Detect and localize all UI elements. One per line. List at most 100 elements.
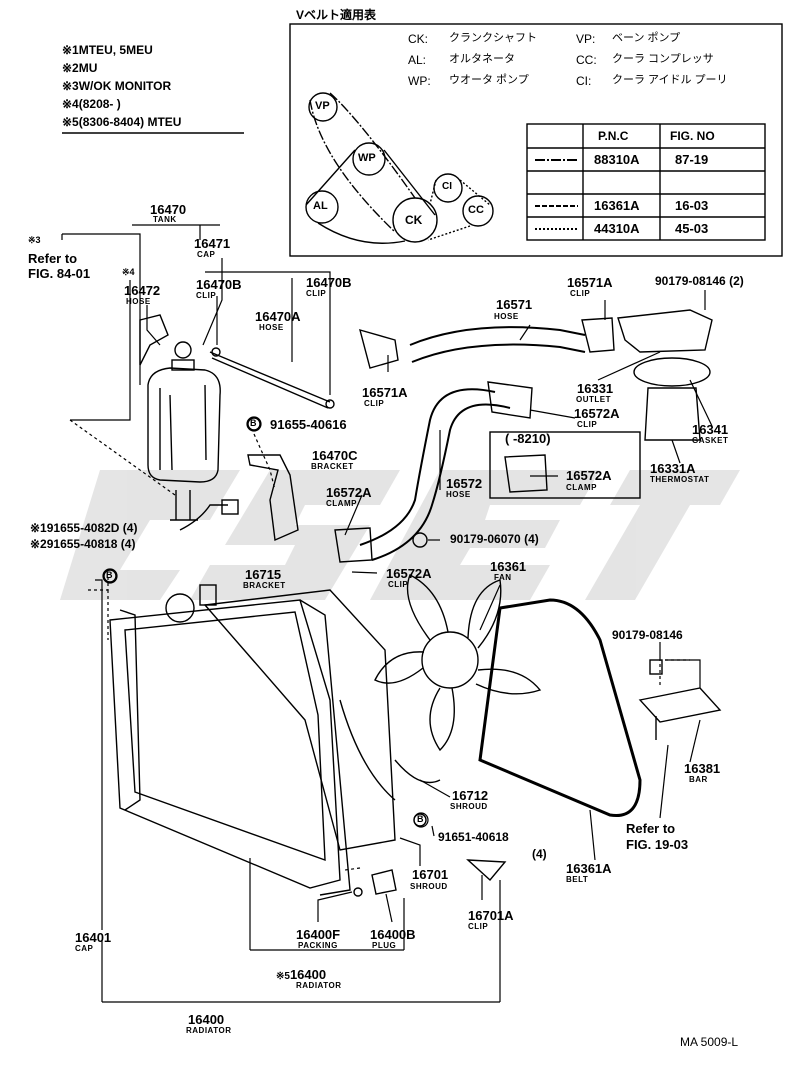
vbelt-box-frame — [289, 23, 783, 257]
part-91651-40618-qty: (4) — [532, 847, 547, 861]
part-16572: 16572 — [446, 476, 483, 491]
part-16331-caption: OUTLET — [576, 395, 611, 404]
pulley-wp-label: WP — [358, 152, 376, 164]
pulley-cc-label: CC — [468, 204, 484, 216]
vbelt-ck-name: クランクシャフト — [449, 32, 537, 44]
part-91655-40818: ※291655-40818 (4) — [30, 537, 136, 551]
part-90179-08146-2: 90179-08146 (2) — [655, 274, 744, 288]
part-16701-caption: SHROUD — [410, 882, 448, 891]
part-16400-sub: ※516400 — [276, 967, 327, 982]
overflow-hose-drawing — [209, 351, 331, 409]
table-row-1-fig: 87-19 — [675, 152, 709, 167]
part-90179-06070: 90179-06070 (4) — [450, 532, 539, 546]
part-91651-40618: 91651-40618 — [438, 830, 509, 844]
table-row-4-fig: 45-03 — [675, 221, 709, 236]
part-16715-caption: BRACKET — [243, 581, 286, 590]
vbelt-cc-code: CC: — [576, 53, 597, 67]
bracket-16470c-drawing — [247, 454, 299, 542]
legend-note-4: ※4(8208- ) — [62, 97, 121, 111]
part-16471-caption: CAP — [197, 250, 216, 259]
leader-lines — [61, 224, 713, 1003]
refer-to-fig-19-03: FIG. 19-03 — [626, 837, 689, 852]
part-16572a-clamp: 16572A — [326, 485, 372, 500]
part-16401: 16401 — [75, 930, 112, 945]
radiator-drawing — [109, 584, 351, 896]
vbelt-ci-code: CI: — [576, 74, 592, 88]
marker-b-3: B — [417, 814, 424, 824]
part-16571a: 16571A — [362, 385, 408, 400]
part-16470a-caption: HOSE — [259, 323, 284, 332]
fan-drawing — [374, 574, 542, 752]
vbelt-al-name: オルタネータ — [449, 53, 515, 65]
part-16715: 16715 — [245, 567, 282, 582]
part-16331a: 16331A — [650, 461, 696, 476]
part-16701a-caption: CLIP — [468, 922, 489, 931]
part-16381: 16381 — [684, 761, 721, 776]
vbelt-wp-code: WP: — [408, 74, 431, 88]
vbelt-al-code: AL: — [408, 53, 427, 67]
part-16341-caption: GASKET — [692, 436, 729, 445]
part-16571: 16571 — [496, 297, 533, 312]
part-16712-caption: SHROUD — [450, 802, 488, 811]
part-91655-40616: 91655-40616 — [270, 417, 347, 432]
part-16400-sub-caption: RADIATOR — [296, 981, 342, 990]
table-header-pnc: P.N.C — [598, 129, 629, 143]
part-16470b-right-caption: CLIP — [306, 289, 327, 298]
part-16571-caption: HOSE — [494, 312, 519, 321]
water-outlet-drawing — [617, 309, 713, 353]
clamp-detail-box — [489, 431, 641, 499]
part-16572a-clamp-detail: 16572A — [566, 468, 612, 483]
part-16470b-right: 16470B — [306, 275, 352, 290]
vbelt-title: Vベルト適用表 — [296, 8, 377, 22]
part-16361a: 16361A — [566, 861, 612, 876]
part-16381-caption: BAR — [689, 775, 708, 784]
part-16572a-clip-lower: 16572A — [386, 566, 432, 581]
table-header-fig: FIG. NO — [670, 129, 715, 143]
part-16572-caption: HOSE — [446, 490, 471, 499]
part-16400f: 16400F — [296, 927, 341, 942]
pulley-ci-label: CI — [442, 181, 452, 192]
table-row-3-pnc: 16361A — [594, 198, 640, 213]
marker-b-1: B — [250, 418, 257, 428]
part-16400-caption: RADIATOR — [186, 1026, 232, 1035]
vbelt-vp-code: VP: — [576, 32, 596, 46]
fan-shroud-drawing — [203, 589, 441, 851]
part-16400f-caption: PACKING — [298, 941, 338, 950]
part-90179-08146: 90179-08146 — [612, 628, 683, 642]
note-mark-3: ※3 — [28, 235, 41, 245]
legend-note-2: ※2MU — [62, 61, 98, 75]
part-16361: 16361 — [490, 559, 527, 574]
belt-table-grid — [526, 123, 766, 241]
refer-to-label-1: Refer to — [28, 251, 78, 266]
part-16331a-caption: THERMOSTAT — [650, 475, 710, 484]
part-16712: 16712 — [452, 788, 489, 803]
legend-note-1: ※1MTEU, 5MEU — [62, 43, 153, 57]
figure-code: MA 5009-L — [680, 1035, 739, 1049]
part-16400b-caption: PLUG — [372, 941, 397, 950]
part-16571a-caption: CLIP — [364, 399, 385, 408]
marker-b-2: B — [106, 570, 113, 580]
part-16470b-left: 16470B — [196, 277, 242, 292]
part-16401-caption: CAP — [75, 944, 94, 953]
pulley-al-label: AL — [313, 200, 328, 212]
vbelt-cc-name: クーラ コンプレッサ — [612, 53, 714, 65]
adjusting-bar-drawing — [638, 687, 722, 723]
part-16471: 16471 — [194, 236, 231, 251]
part-16331: 16331 — [577, 381, 614, 396]
part-16470a: 16470A — [255, 309, 301, 324]
legend-note-5: ※5(8306-8404) MTEU — [62, 115, 182, 129]
part-16470c: 16470C — [312, 448, 358, 463]
part-16572a-clip-caption: CLIP — [577, 420, 598, 429]
v-belt-drawing — [478, 598, 642, 818]
part-16572a-clip-lower-caption: CLIP — [388, 580, 409, 589]
part-16470b-left-caption: CLIP — [196, 291, 217, 300]
lower-hose-drawing — [359, 388, 496, 546]
part-16571a-top-caption: CLIP — [570, 289, 591, 298]
note-mark-4: ※4 — [122, 267, 135, 277]
part-16701: 16701 — [412, 867, 449, 882]
part-16470-caption: TANK — [153, 215, 177, 224]
table-row-3-fig: 16-03 — [675, 198, 709, 213]
part-16361a-caption: BELT — [566, 875, 589, 884]
